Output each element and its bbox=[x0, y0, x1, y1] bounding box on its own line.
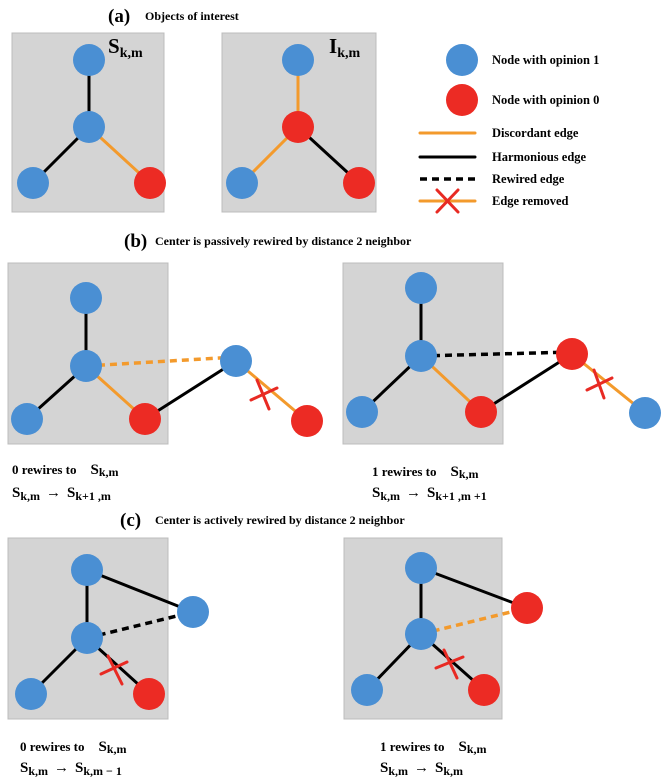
harmonious-edge bbox=[143, 359, 238, 421]
node-opinion-0 bbox=[129, 403, 161, 435]
legend-node-opinion-1 bbox=[446, 44, 478, 76]
legend-harmonious-label: Harmonious edge bbox=[492, 150, 587, 164]
edge-removed-x-icon bbox=[99, 654, 129, 686]
legend-removed-x-icon bbox=[435, 188, 460, 214]
section-b-caption: Center is passively rewired by distance … bbox=[155, 234, 412, 248]
section-b-label: (b) bbox=[124, 231, 147, 252]
node-opinion-1 bbox=[73, 111, 105, 143]
legend-removed-label: Edge removed bbox=[492, 194, 569, 208]
rewired-edge bbox=[420, 350, 573, 358]
node-opinion-0 bbox=[282, 111, 314, 143]
legend-rewired-label: Rewired edge bbox=[492, 172, 565, 186]
node-opinion-1 bbox=[11, 403, 43, 435]
edge-removed-x-icon bbox=[434, 648, 465, 680]
legend-node-opinion-1-label: Node with opinion 1 bbox=[492, 53, 599, 67]
node-opinion-1 bbox=[70, 282, 102, 314]
node-opinion-1 bbox=[226, 167, 258, 199]
node-opinion-1 bbox=[405, 552, 437, 584]
node-opinion-0 bbox=[291, 405, 323, 437]
node-opinion-1 bbox=[71, 554, 103, 586]
node-opinion-1 bbox=[15, 678, 47, 710]
center-node-opinion-1 bbox=[70, 350, 102, 382]
i-km-symbol: Ik,m bbox=[329, 34, 360, 61]
transition-formula: Sk,m→Sk,m bbox=[380, 760, 463, 778]
center-node-opinion-1 bbox=[405, 340, 437, 372]
harmonious-edge bbox=[419, 566, 529, 610]
node-opinion-0 bbox=[133, 678, 165, 710]
node-opinion-1 bbox=[73, 44, 105, 76]
rewired-edge bbox=[86, 610, 194, 640]
edge-removed-x-icon bbox=[585, 368, 614, 400]
node-opinion-0 bbox=[468, 674, 500, 706]
node-opinion-0 bbox=[134, 167, 166, 199]
edge-removed-x-icon bbox=[249, 378, 279, 411]
center-node-opinion-1 bbox=[71, 622, 103, 654]
section-c-label: (c) bbox=[120, 510, 141, 531]
distance-2-node-opinion-1 bbox=[220, 345, 252, 377]
transition-formula: Sk,m→Sk+1 ,m bbox=[12, 485, 111, 503]
node-opinion-1 bbox=[346, 396, 378, 428]
distance-2-node-opinion-0 bbox=[556, 338, 588, 370]
rewired-edge bbox=[85, 355, 237, 368]
transition-formula: Sk,m→Sk,m − 1 bbox=[20, 760, 122, 778]
harmonious-edge bbox=[479, 352, 574, 414]
section-c-caption: Center is actively rewired by distance 2… bbox=[155, 513, 405, 527]
node-opinion-1 bbox=[405, 272, 437, 304]
legend-node-opinion-0 bbox=[446, 84, 478, 116]
distance-2-node-opinion-0 bbox=[511, 592, 543, 624]
center-node-opinion-1 bbox=[405, 618, 437, 650]
transition-formula: Sk,m→Sk+1 ,m +1 bbox=[372, 485, 487, 503]
harmonious-edge bbox=[85, 568, 195, 614]
node-opinion-1 bbox=[17, 167, 49, 199]
distance-2-node-opinion-1 bbox=[177, 596, 209, 628]
rewired-edge bbox=[420, 606, 528, 636]
legend-discordant-label: Discordant edge bbox=[492, 126, 579, 140]
node-opinion-1 bbox=[629, 397, 661, 429]
node-opinion-0 bbox=[465, 396, 497, 428]
node-opinion-0 bbox=[343, 167, 375, 199]
legend-node-opinion-0-label: Node with opinion 0 bbox=[492, 93, 599, 107]
node-opinion-1 bbox=[351, 674, 383, 706]
s-km-symbol: Sk,m bbox=[108, 34, 143, 61]
node-opinion-1 bbox=[282, 44, 314, 76]
section-a-caption: Objects of interest bbox=[145, 9, 239, 23]
section-a-label: (a) bbox=[108, 6, 130, 27]
